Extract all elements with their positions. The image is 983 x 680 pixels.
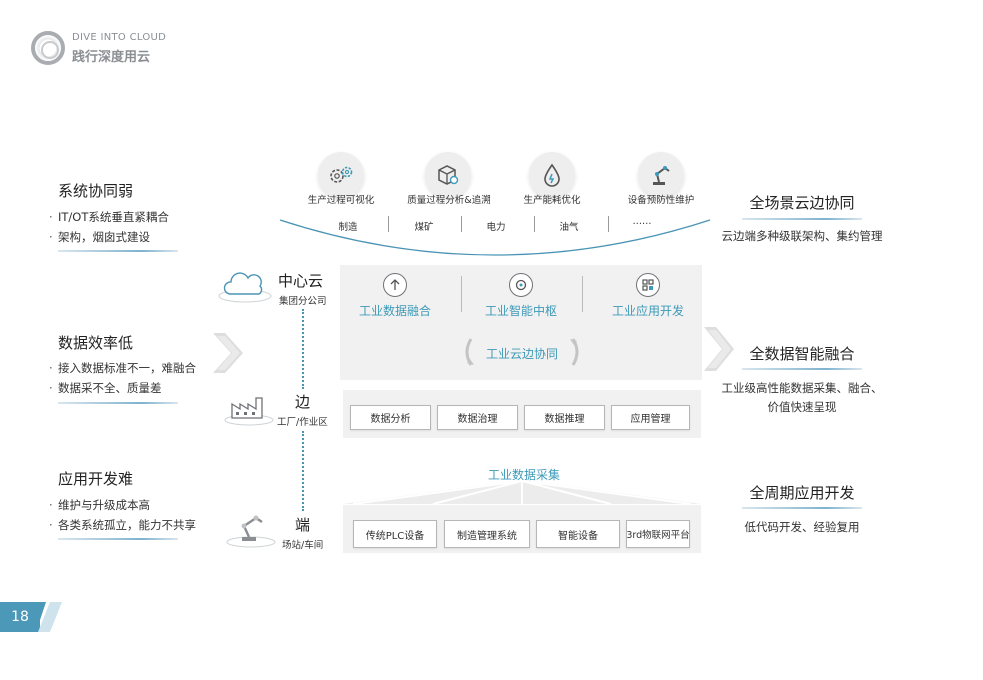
separator [461,276,462,312]
cloud-module-label: 工业应用开发 [611,304,684,318]
data-collection-label: 工业数据采集 [487,468,560,482]
sync-arrow-left-icon [465,338,474,366]
brand-logo [31,31,65,65]
left-bullet: IT/OT系统垂直紧耦合 [49,207,169,227]
left-bullet-continued: 架构，烟囱式建设 [49,227,169,247]
device-box: 3rd物联网平台 [626,520,690,548]
tier-title-device: 端 [295,516,311,534]
scenario-arc [279,219,711,256]
left-bullet: 数据采不全、质量差 [49,378,196,398]
separator [582,276,583,312]
left-bullets-3: 维护与升级成本高 各类系统孤立，能力不共享 [49,495,196,535]
page-number: 18 [0,602,40,632]
left-divider-3 [58,538,178,540]
ai-hub-icon [509,273,533,297]
chevron-right-icon [213,333,243,373]
cloud-module-label: 工业数据融合 [358,304,431,318]
sync-arrow-right-icon [570,338,579,366]
brand-english: DIVE INTO CLOUD [72,32,167,43]
industry-label: 油气 [559,222,579,233]
app-dev-icon [636,273,660,297]
water-drop-icon [529,152,575,198]
chevron-right-icon [704,327,734,371]
right-divider-2 [742,368,862,370]
device-box: 智能设备 [536,520,620,548]
edge-box: 数据治理 [437,405,518,430]
tier-sub-cloud: 集团分公司 [279,296,327,307]
left-title-1: 系统协同弱 [58,182,134,200]
robot-arm-icon [638,152,684,198]
scenario-label: 生产能耗优化 [523,195,581,206]
device-box: 制造管理系统 [444,520,530,548]
left-bullet: 各类系统孤立，能力不共享 [49,515,196,535]
robot-arm-icon [226,515,276,548]
edge-box: 数据推理 [524,405,605,430]
package-search-icon [425,152,471,198]
tier-connector [302,431,304,511]
tier-sub-device: 场站/车间 [282,540,324,551]
separator [608,216,609,232]
cloud-icon [218,272,272,303]
right-title-3: 全周期应用开发 [749,484,855,502]
left-bullets-2: 接入数据标准不一，难融合 数据采不全、质量差 [49,358,196,398]
industry-label: 煤矿 [414,222,434,233]
separator [461,216,462,232]
right-title-1: 全场景云边协同 [749,194,855,212]
device-box: 传统PLC设备 [353,520,437,548]
page-tab-slant [36,602,62,632]
edge-box: 数据分析 [350,405,431,430]
brand-chinese: 践行深度用云 [72,50,151,65]
cloud-module-label: 工业智能中枢 [484,304,557,318]
scenario-label: 生产过程可视化 [307,195,375,206]
gears-icon [318,152,364,198]
left-bullets-1: IT/OT系统垂直紧耦合 架构，烟囱式建设 [49,207,169,247]
tier-title-edge: 边 [295,393,311,411]
data-fusion-icon [383,273,407,297]
right-desc-1: 云边端多种级联架构、集约管理 [721,229,883,243]
right-desc-3: 低代码开发、经验复用 [744,520,860,534]
left-title-2: 数据效率低 [58,334,134,352]
separator [534,216,535,232]
left-divider-1 [58,250,178,252]
cloud-edge-sync-label: 工业云边协同 [485,347,558,361]
left-bullet: 维护与升级成本高 [49,495,196,515]
tier-connector [302,309,304,389]
right-title-2: 全数据智能融合 [749,345,855,363]
left-divider-2 [58,402,178,404]
right-desc-2b: 价值快速呈现 [767,400,837,414]
tier-title-cloud: 中心云 [278,272,324,290]
right-divider-1 [742,218,862,220]
left-title-3: 应用开发难 [58,470,134,488]
scenario-label: 设备预防性维护 [627,195,695,206]
separator [388,216,389,232]
left-bullet: 接入数据标准不一，难融合 [49,358,196,378]
industry-label: 制造 [338,222,358,233]
right-desc-2a: 工业级高性能数据采集、融合、 [721,381,883,395]
factory-icon [224,397,274,426]
industry-label: 电力 [486,222,506,233]
edge-box: 应用管理 [611,405,690,430]
scenario-label: 质量过程分析&追溯 [407,195,491,206]
tier-sub-edge: 工厂/作业区 [277,417,328,428]
collection-fan [343,480,701,505]
right-divider-3 [742,507,862,509]
industry-label: …… [632,216,652,227]
